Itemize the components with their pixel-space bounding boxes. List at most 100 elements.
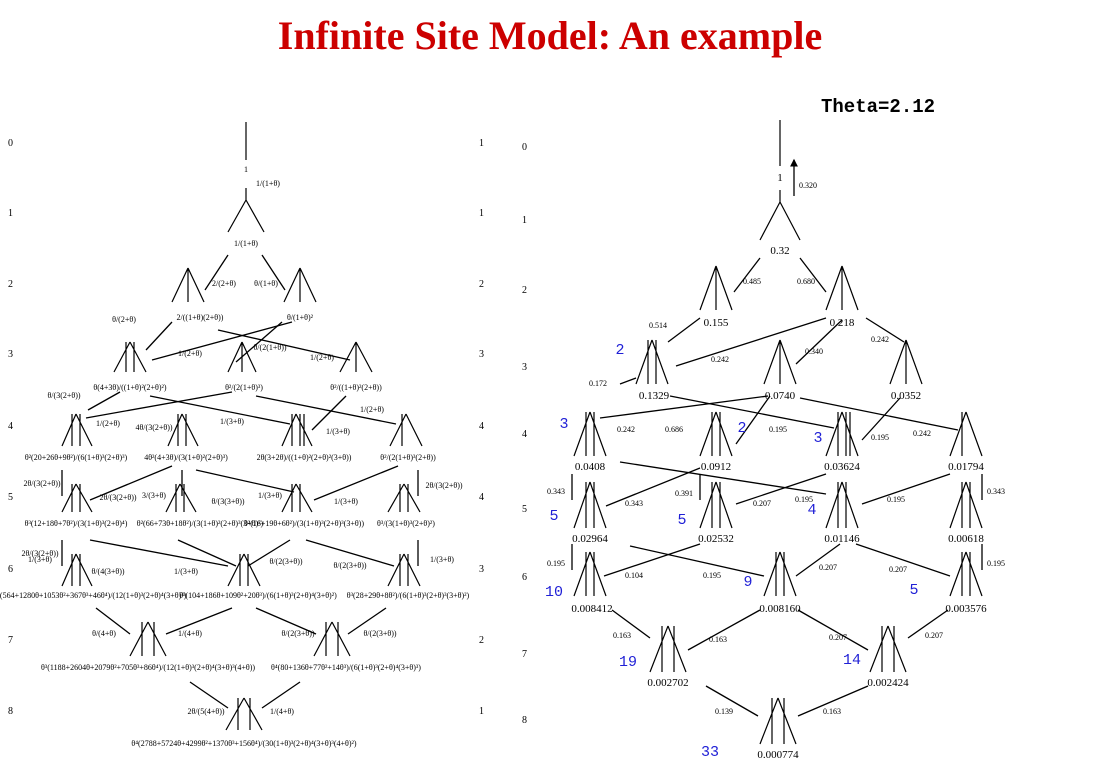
left-f-l4d: θ²/(2(1+θ)³(2+θ)) — [380, 453, 436, 462]
left-f-l5-side: 2θ/(3(2+θ)) — [21, 549, 58, 558]
left-f-l3b: θ²/(2(1+θ)³) — [225, 383, 263, 392]
right-e4e: 0.195 — [795, 495, 813, 504]
right-edge-n2-d — [865, 317, 905, 343]
right-level-5: 5 — [522, 504, 527, 515]
left-tree-l5c — [281, 483, 313, 513]
left-f-l5d: θ³/(3(1+θ)³(2+θ)²) — [377, 519, 435, 528]
right-level-4: 4 — [522, 429, 527, 440]
right-edge-n4-d — [735, 473, 827, 505]
left-f-l5-edge-a: 2θ/(3(2+θ)) — [99, 493, 136, 502]
right-node-n5d: 0.00618 — [948, 533, 984, 545]
left-f-l4-edge-b: 4θ/(3(2+θ)) — [135, 423, 172, 432]
left-mut-7: 2 — [479, 635, 484, 646]
right-tree-n8 — [759, 697, 797, 745]
left-f-l7-edge-b: 1/(4+θ) — [178, 629, 202, 638]
left-edge-l6-b — [165, 607, 233, 635]
right-node-values: 1 0.32 0.155 0.218 0.1329 0.0740 0.0352 … — [571, 172, 987, 761]
right-e5f: 0.195 — [987, 559, 1005, 568]
count-c5a: 5 — [549, 508, 558, 525]
left-level-1: 1 — [8, 208, 13, 219]
right-edges — [571, 158, 983, 717]
left-level-5: 5 — [8, 492, 13, 503]
right-node-n0: 1 — [777, 172, 783, 184]
right-e4f: 0.195 — [887, 495, 905, 504]
left-edge-l4-d — [195, 469, 295, 493]
right-e3d: 0.195 — [769, 425, 787, 434]
right-level-2: 2 — [522, 285, 527, 296]
right-e2b: 0.242 — [711, 355, 729, 364]
left-f-l2-edge-b: θ/(1+θ) — [254, 279, 278, 288]
right-node-n5a: 0.02964 — [572, 533, 608, 545]
right-node-n7a: 0.002702 — [647, 677, 688, 689]
right-e1b: 0.680 — [797, 277, 815, 286]
left-f-l7-edge-d: θ/(2(3+θ)) — [363, 629, 396, 638]
right-e3f: 0.242 — [913, 429, 931, 438]
left-f-l3-edge-b: θ/(2(1+θ)) — [253, 343, 286, 352]
right-edge-n4-b — [605, 467, 701, 507]
left-edge-l4-e — [313, 465, 399, 501]
left-f-l5c: θ²(16+19θ+6θ²)/(3(1+θ)³(2+θ)³(3+θ)) — [244, 519, 364, 528]
left-f-l6-edge-b: θ/(4(3+θ)) — [91, 567, 124, 576]
right-tree-n4d — [949, 411, 983, 457]
left-tree-l3a — [113, 341, 147, 373]
right-tree-n6c — [949, 551, 983, 597]
left-f-l6-edge-e: θ/(2(3+θ)) — [333, 561, 366, 570]
left-tree-l8 — [225, 697, 263, 731]
right-e6b: 0.163 — [709, 635, 727, 644]
right-tree-n5b — [699, 481, 733, 529]
right-level-7: 7 — [522, 649, 527, 660]
left-mutation-numbers: 1 1 2 3 4 4 3 2 1 — [479, 138, 484, 717]
right-tree-n7b — [869, 625, 907, 673]
right-edge-n3-c — [669, 395, 835, 429]
right-e2c: 0.340 — [805, 347, 823, 356]
right-node-n3c: 0.0352 — [891, 390, 921, 402]
right-edge-n4-f — [861, 473, 951, 505]
left-f-l6a: θ³(564+1280θ+1053θ²+367θ³+46θ⁴)/(12(1+θ)… — [0, 591, 187, 600]
left-f-l8: θ⁴(2788+5724θ+4299θ²+1370θ³+156θ⁴)/(30(1… — [131, 739, 356, 748]
right-tree-n7a — [649, 625, 687, 673]
left-edge-l5-c — [177, 539, 237, 567]
left-f-l4-edge-c: 1/(3+θ) — [220, 417, 244, 426]
right-node-n6b: 0.008160 — [759, 603, 801, 615]
right-edge-n2-c — [795, 319, 843, 365]
right-tree-n2a — [699, 265, 733, 311]
left-tree-l4b — [167, 413, 199, 447]
right-tree-n5a — [573, 481, 607, 529]
left-f-l6c: θ³(28+29θ+8θ²)/(6(1+θ)³(2+θ)³(3+θ)²) — [347, 591, 470, 600]
count-c7a: 19 — [619, 654, 637, 671]
left-f-l2a: 2/((1+θ)(2+θ)) — [177, 313, 224, 322]
left-f-l6b: θ³(104+186θ+109θ²+20θ³)/(6(1+θ)³(2+θ)⁴(3… — [179, 591, 337, 600]
right-edge-n2-a — [667, 317, 701, 343]
left-formulas: 1 1/(1+θ) 1/(1+θ) 2/(2+θ) θ/(1+θ) 2/((1+… — [0, 165, 470, 748]
right-edge-n3-a — [619, 377, 637, 385]
count-c5c: 4 — [807, 502, 816, 519]
right-tree-n2b — [825, 265, 859, 311]
right-tree-n6a — [573, 551, 607, 597]
left-f-l5-edge-d: 1/(3+θ) — [258, 491, 282, 500]
coalescent-diagram: 0 1 2 3 4 5 6 7 8 1 1 2 3 4 4 3 2 1 — [0, 120, 1005, 761]
left-f-l6-edge-f: 1/(3+θ) — [430, 555, 454, 564]
right-node-n7b: 0.002424 — [867, 677, 909, 689]
right-e4d: 0.207 — [753, 499, 771, 508]
left-f-l7-edge-c: θ/(2(3+θ)) — [281, 629, 314, 638]
left-level-0: 0 — [8, 138, 13, 149]
right-tree-n5d — [949, 481, 983, 529]
left-edge-l7-b — [261, 681, 301, 709]
left-tree-l5a — [61, 483, 93, 513]
slide-title: Infinite Site Model: An example — [277, 13, 823, 58]
left-f-l8-edge-a: 2θ/(5(4+θ)) — [187, 707, 224, 716]
left-edge-l2-d — [217, 329, 351, 361]
right-edge-n5-e — [855, 543, 951, 577]
left-tree-l6a — [61, 553, 93, 587]
left-level-numbers: 0 1 2 3 4 5 6 7 8 — [8, 138, 13, 717]
right-node-n2b: 0.218 — [830, 317, 855, 329]
left-edge-l4-b — [89, 465, 173, 501]
right-node-n4a: 0.0408 — [575, 461, 606, 473]
right-node-n8: 0.000774 — [757, 749, 799, 761]
right-e5c: 0.195 — [703, 571, 721, 580]
right-e6c: 0.207 — [829, 633, 847, 642]
left-mut-0: 1 — [479, 138, 484, 149]
right-e6a: 0.163 — [613, 631, 631, 640]
left-level-8: 8 — [8, 706, 13, 717]
right-tree-n4b — [699, 411, 733, 457]
